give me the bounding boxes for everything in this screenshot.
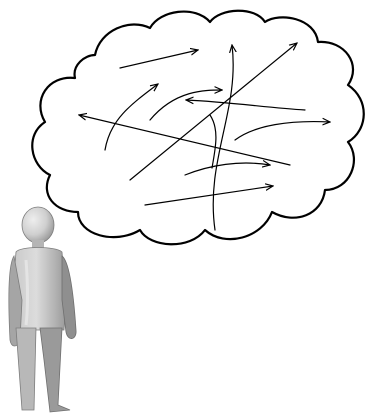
person-icon: [9, 207, 76, 412]
thought-cloud-icon: [32, 11, 363, 245]
